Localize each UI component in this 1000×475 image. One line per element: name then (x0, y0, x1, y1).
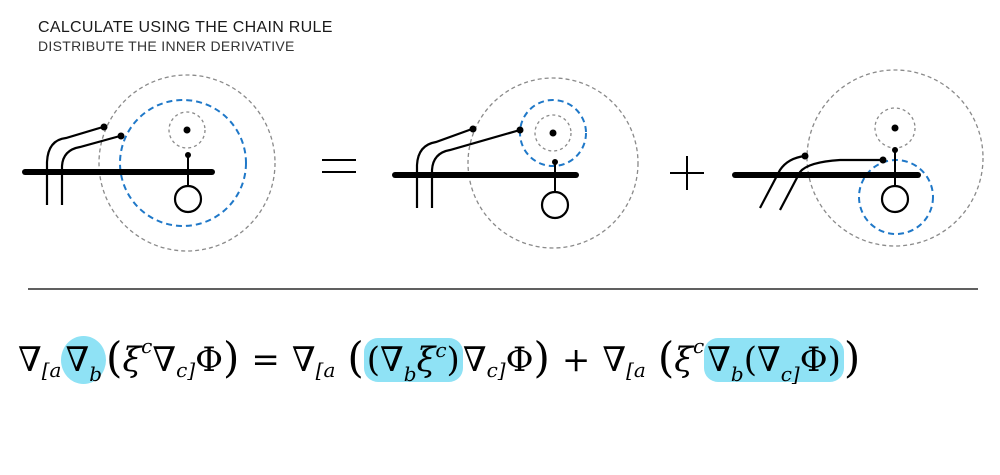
strand-end-upper (801, 152, 809, 160)
index-open-a: [a (315, 358, 336, 382)
ring (173, 184, 203, 214)
paren-open: ( (106, 333, 123, 382)
plus-symbol: + (561, 340, 591, 380)
nabla-symbol: ∇ (602, 340, 627, 380)
phi-symbol: Φ (505, 340, 534, 380)
strand-upper (415, 127, 473, 208)
inner-dot (183, 126, 191, 134)
inner-dot (549, 129, 557, 137)
paren-open: ( (657, 333, 675, 382)
highlight-nabla-b-xi: (∇bξc) (363, 338, 463, 386)
paren-open: ( (347, 333, 364, 382)
paren-close: ) (533, 333, 550, 382)
index-close-c: c] (176, 358, 196, 382)
index-c: c (692, 334, 705, 358)
header: CALCULATE USING THE CHAIN RULE DISTRIBUT… (38, 19, 333, 54)
inner-gray-circle (168, 111, 206, 149)
xi-symbol: ξ (122, 340, 142, 380)
index-close-c: c] (780, 362, 800, 386)
diagram-middle (392, 77, 639, 249)
strand-end-lower (879, 156, 887, 164)
diagram-left (22, 74, 276, 252)
nabla-symbol: ∇ (380, 340, 404, 380)
strand-lower (430, 128, 521, 208)
ring (540, 190, 570, 220)
phi-symbol: Φ (799, 340, 828, 380)
nabla-symbol: ∇ (65, 340, 90, 380)
inner-gray-circle (534, 114, 572, 152)
index-b: b (403, 362, 417, 386)
page-subtitle: DISTRIBUTE THE INNER DERIVATIVE (38, 38, 295, 54)
nabla-symbol: ∇ (462, 340, 487, 380)
inner-dot (891, 124, 899, 132)
plus-operator (670, 156, 704, 190)
index-c: c (141, 334, 153, 358)
strand-lower (60, 134, 121, 205)
paren-close: ) (446, 340, 460, 380)
highlight-nabla-b-nabla-c-phi: ∇b(∇c]Φ) (704, 338, 844, 386)
strand-upper (45, 125, 104, 205)
xi-symbol: ξ (416, 340, 436, 380)
nabla-symbol: ∇ (18, 340, 42, 380)
strand-end-lower (516, 126, 524, 134)
index-b: b (730, 362, 744, 386)
paren-close: ) (843, 333, 861, 382)
equals-symbol: = (251, 340, 280, 380)
strand-lower (779, 158, 882, 211)
nabla-symbol: ∇ (707, 340, 731, 380)
phi-symbol: Φ (195, 340, 224, 380)
index-open-a: [a (626, 358, 646, 382)
outer-gray-circle (98, 74, 276, 252)
paren-close: ) (223, 333, 240, 382)
strand-end-upper (100, 123, 108, 131)
strand-end-upper (469, 125, 477, 133)
index-c: c (435, 338, 447, 362)
xi-symbol: ξ (674, 340, 693, 380)
nabla-symbol: ∇ (756, 340, 781, 380)
strand-end-lower (117, 132, 125, 140)
blue-dashed-circle (119, 99, 247, 227)
outer-gray-circle (467, 77, 639, 249)
index-b: b (89, 362, 103, 386)
paren-open: ( (366, 340, 381, 380)
highlight-nabla-b: ∇b (61, 336, 107, 386)
page-title: CALCULATE USING THE CHAIN RULE (38, 19, 333, 36)
ring (880, 184, 910, 214)
paren-close: ) (827, 340, 841, 380)
index-open-a: [a (41, 358, 62, 382)
paren-open: ( (743, 340, 757, 380)
equals-operator (322, 159, 356, 173)
diagram-right (732, 69, 984, 247)
strand-upper (759, 154, 806, 209)
index-close-c: c] (486, 358, 506, 382)
nabla-symbol: ∇ (152, 340, 177, 380)
nabla-symbol: ∇ (291, 340, 316, 380)
